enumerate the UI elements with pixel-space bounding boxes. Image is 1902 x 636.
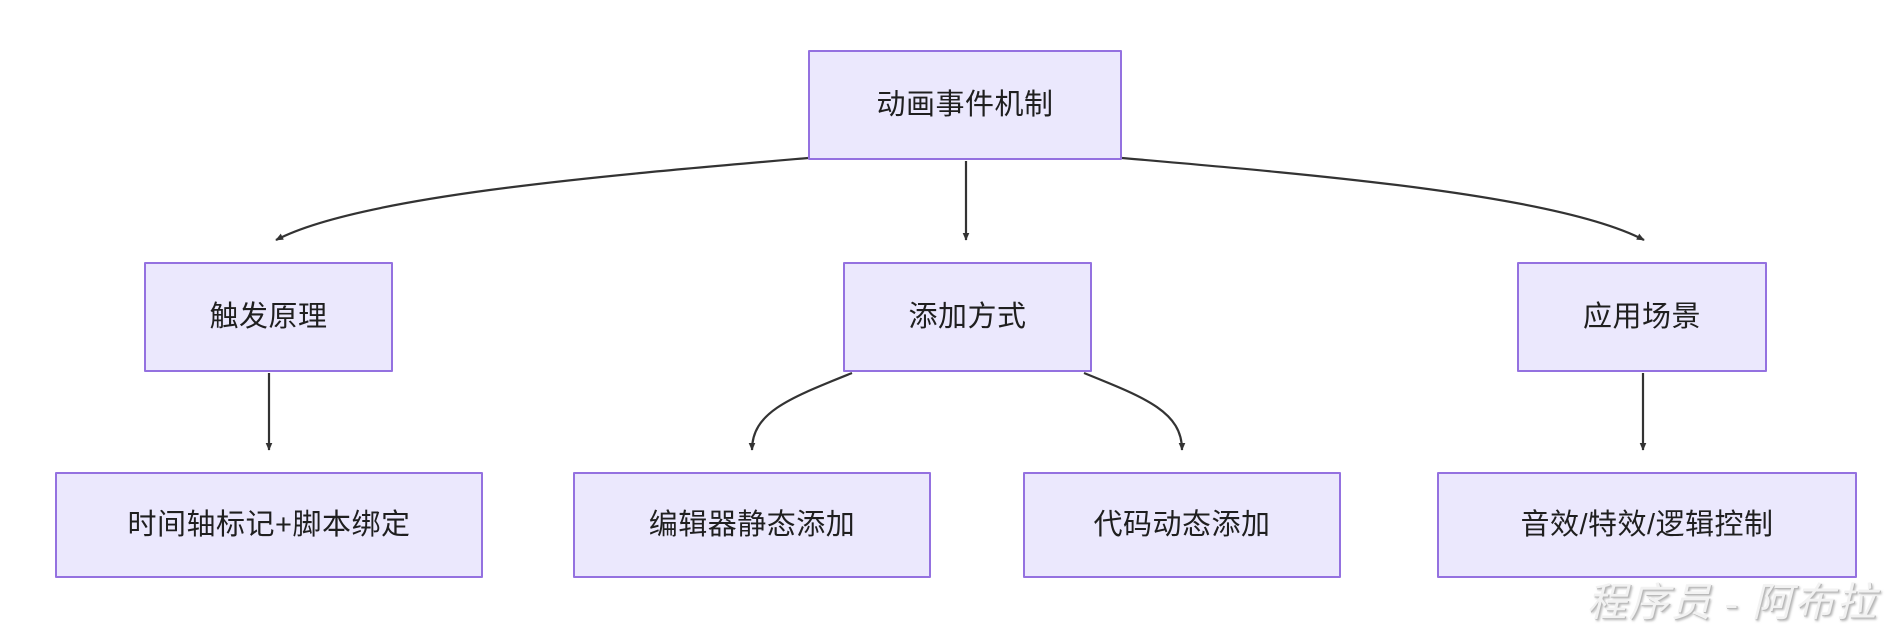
node-code-dynamic-add[interactable]: 代码动态添加 xyxy=(1023,472,1341,578)
edge-root-to-trigger xyxy=(275,156,809,241)
edge-root-to-usecase xyxy=(1121,156,1645,241)
node-label: 应用场景 xyxy=(1582,300,1701,333)
node-label: 代码动态添加 xyxy=(1093,508,1271,541)
node-label: 时间轴标记+脚本绑定 xyxy=(127,508,411,541)
node-application-scenarios[interactable]: 应用场景 xyxy=(1517,262,1767,372)
watermark: 程序员 - 阿布拉 xyxy=(1586,580,1878,625)
node-trigger-principle[interactable]: 触发原理 xyxy=(144,262,393,372)
node-adding-methods[interactable]: 添加方式 xyxy=(843,262,1092,372)
node-label: 触发原理 xyxy=(209,300,328,333)
node-animation-event-mechanism[interactable]: 动画事件机制 xyxy=(808,50,1122,160)
node-editor-static-add[interactable]: 编辑器静态添加 xyxy=(573,472,931,578)
edge-addmethod-to-editor xyxy=(748,371,853,451)
node-sound-effects-logic-control[interactable]: 音效/特效/逻辑控制 xyxy=(1437,472,1857,578)
node-timeline-marker-script-binding[interactable]: 时间轴标记+脚本绑定 xyxy=(55,472,483,578)
node-label: 编辑器静态添加 xyxy=(648,508,856,541)
node-label: 添加方式 xyxy=(908,300,1027,333)
node-label: 音效/特效/逻辑控制 xyxy=(1520,508,1774,541)
node-label: 动画事件机制 xyxy=(876,88,1054,121)
edge-addmethod-to-code xyxy=(1083,371,1186,451)
